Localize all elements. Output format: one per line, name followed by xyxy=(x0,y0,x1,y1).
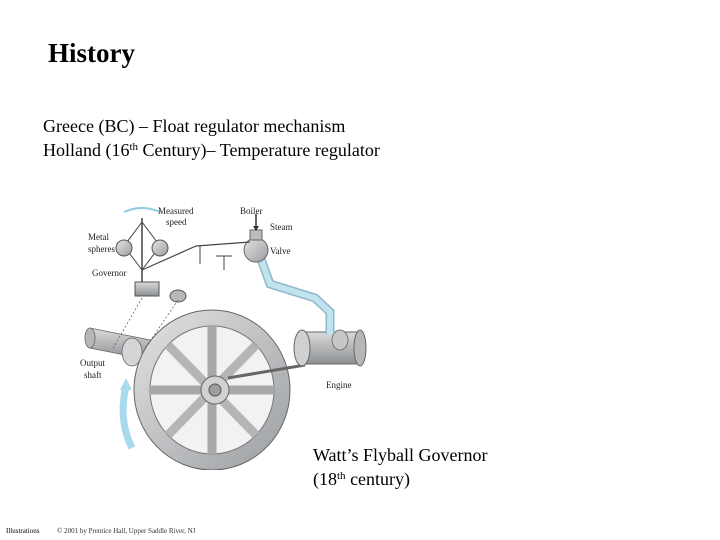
steam-pipe xyxy=(255,254,335,334)
slide-title: History xyxy=(48,38,135,68)
history-line-holland: Holland (16th Century)– Temperature regu… xyxy=(43,140,380,160)
footer-illustrations: Illustrations xyxy=(6,527,40,535)
footer-copyright: © 2001 by Prentice Hall, Upper Saddle Ri… xyxy=(57,527,196,535)
flyball-governor-illustration: Measured speed Boiler Steam Valve Metal … xyxy=(80,200,420,470)
engine-cylinder xyxy=(293,329,367,367)
label-shaft: shaft xyxy=(84,370,102,380)
flywheel xyxy=(133,309,291,470)
metal-sphere-right xyxy=(151,239,169,257)
rotation-arrow-icon xyxy=(119,385,136,450)
governor-assembly xyxy=(111,207,187,351)
label-governor: Governor xyxy=(92,268,127,278)
output-shaft xyxy=(84,327,151,367)
history-line-greece: Greece (BC) – Float regulator mechanism xyxy=(43,116,346,136)
history-list: Greece (BC) – Float regulator mechanism … xyxy=(43,114,380,162)
caption-line-2: (18th century) xyxy=(313,469,411,489)
label-boiler: Boiler xyxy=(240,206,263,216)
valve-linkage xyxy=(141,241,251,271)
label-measured: Measured xyxy=(158,206,194,216)
connecting-rod xyxy=(227,363,306,380)
label-spheres: spheres xyxy=(88,244,115,254)
steam-valve xyxy=(243,214,269,263)
caption-line-1: Watt’s Flyball Governor xyxy=(313,445,488,465)
label-engine: Engine xyxy=(326,380,352,390)
figure-caption: Watt’s Flyball Governor (18th century) xyxy=(313,443,488,491)
governor-diagram: Measured speed Boiler Steam Valve Metal … xyxy=(80,206,367,470)
label-metal: Metal xyxy=(88,232,109,242)
label-speed: speed xyxy=(166,217,187,227)
metal-sphere-left xyxy=(115,239,133,257)
speed-arrow-icon xyxy=(123,207,161,213)
label-steam: Steam xyxy=(270,222,293,232)
arrow-head-icon xyxy=(120,378,132,390)
label-valve: Valve xyxy=(270,246,291,256)
label-output: Output xyxy=(80,358,106,368)
